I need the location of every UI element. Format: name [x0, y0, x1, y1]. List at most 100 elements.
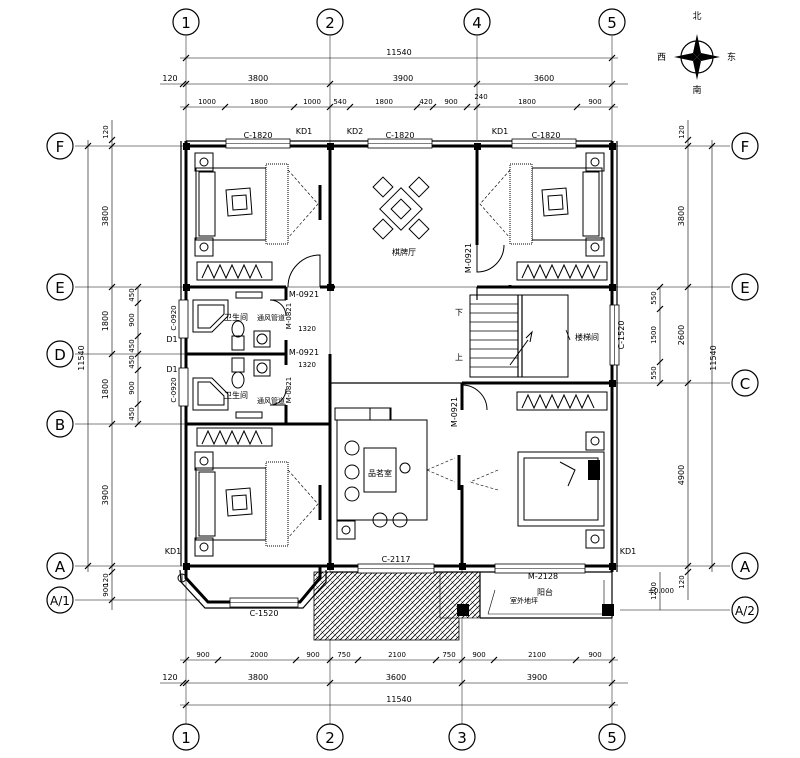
axis-label-left-A: A	[55, 558, 66, 576]
label-c1820-nw: C-1820	[244, 131, 273, 140]
axis-bubble-top-2	[316, 8, 344, 36]
top-detail-ticks	[182, 103, 616, 111]
axis-label-bottom-1: 1	[181, 729, 191, 747]
label-tea-room: 品茗室	[368, 468, 392, 478]
dim-right-detail-1: 550	[650, 291, 658, 304]
chess-room: 棋牌厅	[372, 176, 430, 257]
dim-1320-a: 1320	[298, 325, 316, 333]
dim-left-inner-4: 1800	[101, 379, 110, 399]
window-c0920-a	[178, 299, 189, 339]
axis-label-top-5: 5	[607, 14, 617, 32]
label-kd1-c: KD1	[165, 547, 182, 556]
balcony-hatch	[313, 571, 481, 641]
bathroom-b	[192, 357, 271, 419]
dim-top-detail-2: 1800	[250, 98, 268, 106]
axis-bubble-bottom-3	[448, 723, 476, 751]
label-m0921-d: M-0921	[450, 397, 459, 427]
axis-label-left-F: F	[56, 138, 65, 156]
dim-bottom-bay-2: 3600	[386, 673, 406, 682]
bedroom-ne	[479, 152, 608, 281]
dim-top-bay-3: 3600	[534, 74, 554, 83]
label-stair-room: 楼梯间	[575, 332, 599, 342]
game-table	[379, 187, 423, 231]
axis-bubble-top-1	[172, 8, 200, 36]
axis-bubble-left-A	[46, 552, 74, 580]
door-swing-bath-b	[269, 388, 287, 406]
label-m0921-b: M-0921	[289, 348, 319, 357]
tea-room: 品茗室	[334, 407, 461, 540]
label-c1520-right: C-1520	[617, 321, 626, 350]
axis-label-right-A2: A/2	[735, 604, 755, 618]
dim-left-detail-6: 450	[128, 407, 136, 420]
label-c0920-a: C-0920	[170, 305, 178, 330]
dim-left-detail-4: 450	[128, 355, 136, 368]
axis-label-right-F: F	[741, 138, 750, 156]
wardrobe-ne	[516, 261, 608, 281]
dim-right-detail-3: 550	[650, 366, 658, 379]
label-kd1-b: KD1	[492, 127, 509, 136]
label-c1820-n: C-1820	[386, 131, 415, 140]
axis-label-bottom-3: 3	[457, 729, 467, 747]
right-dimensions: 11540 120 3800 2600 4900 120 550 1500 55…	[650, 120, 718, 610]
dim-left-inner-2: 3800	[101, 206, 110, 226]
dim-top-stub: 120	[162, 74, 177, 83]
bottom-dimensions: 900 2000 900 750 2100 750 900 2100 900 1…	[160, 651, 628, 709]
axis-bubble-top-4	[463, 8, 491, 36]
dim-left-detail-1: 450	[128, 288, 136, 301]
dim-top-detail-1: 1000	[198, 98, 216, 106]
bathroom-a	[192, 291, 271, 351]
label-vent-a: 通风管道	[257, 313, 285, 322]
dim-right-inner-4: 4900	[677, 465, 686, 485]
label-m2128: M-2128	[528, 572, 558, 581]
axis-label-top-4: 4	[472, 14, 482, 32]
axis-bubble-top-5	[598, 8, 626, 36]
axis-bubble-bottom-2	[316, 723, 344, 751]
dim-top-detail-4: 540	[333, 98, 346, 106]
doors	[269, 244, 505, 460]
axis-bubble-right-E	[731, 273, 759, 301]
axis-label-right-C: C	[740, 375, 750, 393]
dim-right-outer: 11540	[709, 345, 718, 370]
dim-top-bay-2: 3900	[393, 74, 413, 83]
label-vent-b: 通风管道	[257, 396, 285, 405]
stair-treads	[470, 303, 518, 368]
bed-nw	[195, 167, 267, 241]
axis-bubble-right-A	[731, 552, 759, 580]
dim-bottom-detail-3: 900	[306, 651, 319, 659]
axis-bubble-bottom-1	[172, 723, 200, 751]
dim-left-inner-3: 1800	[101, 311, 110, 331]
axis-label-left-B: B	[55, 416, 65, 434]
label-level-note: ±0.000	[648, 587, 674, 595]
compass-east: 东	[727, 51, 736, 63]
label-balcony-note: 室外地坪	[510, 596, 538, 605]
stair-outline	[469, 294, 569, 378]
door-swing-bath-a	[269, 299, 287, 317]
dim-right-inner-1: 120	[678, 125, 686, 138]
dim-left-inner-5: 3900	[101, 485, 110, 505]
window-c0920-b	[178, 367, 189, 407]
dim-left-detail-5: 900	[128, 381, 136, 394]
axis-label-right-A: A	[740, 558, 751, 576]
label-kd2: KD2	[347, 127, 364, 136]
bedroom-sw	[194, 427, 322, 557]
compass-north: 北	[692, 11, 701, 22]
dim-top-detail-7: 900	[444, 98, 457, 106]
label-bath-b: 卫生间	[224, 390, 248, 400]
bedroom-se	[469, 391, 608, 549]
dim-top-detail-9: 1800	[518, 98, 536, 106]
code-labels: C-1820 KD1 KD2 C-1820 KD1 C-1820 M-0921 …	[165, 127, 637, 618]
axis-bubble-bottom-5	[598, 723, 626, 751]
label-m0821-a: M-0821	[285, 303, 293, 329]
dim-bottom-bay-1: 3800	[248, 673, 268, 682]
axis-label-top-1: 1	[181, 14, 191, 32]
dim-bottom-detail-7: 900	[472, 651, 485, 659]
dim-top-detail-8: 240	[474, 93, 487, 101]
axis-bubble-right-F	[731, 132, 759, 160]
dim-bottom-detail-2: 2000	[250, 651, 268, 659]
south-extras: 阳台 室外地坪 ±0.000	[177, 572, 674, 619]
dim-bottom-total: 11540	[386, 695, 411, 704]
label-m0921-a: M-0921	[289, 290, 319, 299]
door-swing-ne-bedroom	[476, 244, 505, 273]
axis-label-bottom-5: 5	[607, 729, 617, 747]
